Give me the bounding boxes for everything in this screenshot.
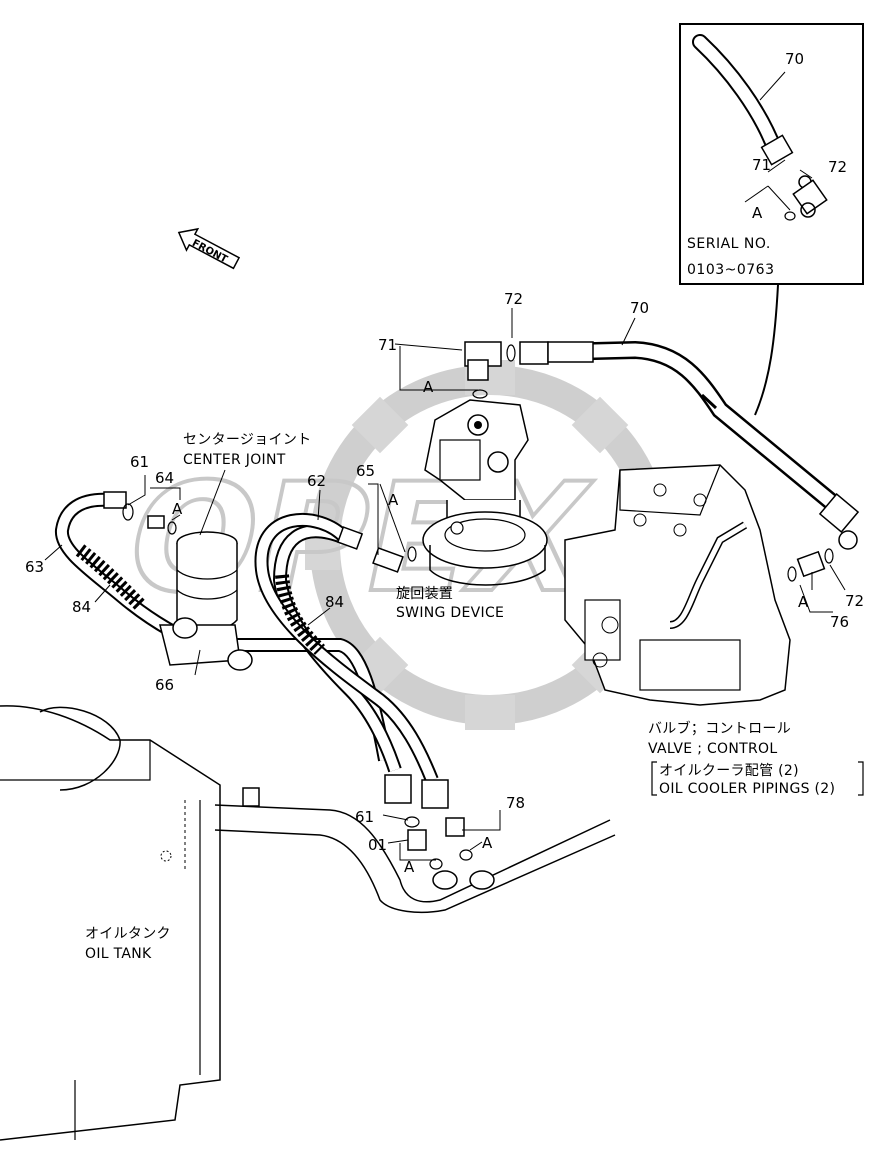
inset-part-72: 72 — [828, 158, 847, 176]
control-valve-label-jp: バルブ；コントロール — [648, 720, 791, 737]
hose-70 — [519, 340, 860, 550]
part-84-center: 84 — [325, 593, 344, 611]
part-62: 62 — [307, 472, 326, 490]
inset-leader-line — [754, 284, 779, 416]
fitting-63 — [103, 491, 127, 509]
diagram-title-jp: オイルクーラ配管 (2) — [659, 763, 799, 779]
inset-box — [679, 23, 864, 285]
leader-84-center — [307, 607, 331, 626]
return-pipe — [160, 787, 616, 914]
leader-84-left — [94, 584, 111, 603]
leader-center-joint — [199, 469, 226, 536]
center-joint-label-en: CENTER JOINT — [183, 452, 286, 468]
part-65: 65 — [356, 462, 375, 480]
leader-65 — [368, 483, 379, 555]
swing-device-label-jp: 旋回装置 — [396, 586, 453, 602]
detail-a-76: A — [798, 593, 809, 611]
leader-61-bottom — [382, 814, 409, 821]
leader-63 — [44, 544, 63, 561]
inset-detail-a: A — [752, 204, 763, 222]
leader-78 — [462, 810, 501, 831]
diagram-title-en: OIL COOLER PIPINGS (2) — [659, 781, 835, 797]
part-72-top: 72 — [504, 290, 523, 308]
part-78: 78 — [506, 794, 525, 812]
fittings-bottom — [404, 816, 473, 870]
part-61-bottom: 61 — [355, 808, 374, 826]
front-arrow-icon: FRONT — [177, 227, 241, 270]
leader-76 — [799, 584, 833, 613]
leader-70 — [621, 317, 636, 346]
bracket-left — [651, 761, 657, 796]
inset-serial-label: SERIAL NO. — [687, 236, 771, 252]
fitting-76 — [787, 548, 834, 582]
part-64: 64 — [155, 469, 174, 487]
center-joint-label-jp: センタージョイント — [183, 432, 311, 448]
inset-part-71: 71 — [752, 156, 771, 174]
part-84-left: 84 — [72, 598, 91, 616]
part-61-left: 61 — [130, 453, 149, 471]
part-70: 70 — [630, 299, 649, 317]
oil-tank — [0, 705, 221, 1141]
center-joint — [176, 531, 238, 632]
swing-device — [422, 399, 548, 586]
oil-tank-label-jp: オイルタンク — [85, 926, 171, 942]
leader-71-a — [399, 346, 478, 391]
inset-part-70: 70 — [785, 50, 804, 68]
swing-device-label-en: SWING DEVICE — [396, 605, 504, 621]
leader-01 — [387, 839, 409, 844]
detail-a-01: A — [404, 858, 415, 876]
leader-71 — [394, 343, 463, 351]
detail-a-65: A — [388, 491, 399, 509]
hose-63 — [55, 492, 392, 762]
part-66: 66 — [155, 676, 174, 694]
detail-a-71: A — [423, 378, 434, 396]
fitting-61-64 — [122, 503, 177, 535]
part-71: 71 — [378, 336, 397, 354]
hose-62-84 — [254, 512, 449, 809]
part-76: 76 — [830, 613, 849, 631]
part-72-right: 72 — [845, 592, 864, 610]
leader-72-right — [829, 564, 846, 591]
inset-serial-range: 0103~0763 — [687, 262, 775, 278]
detail-a-64: A — [172, 500, 183, 518]
oil-tank-label-en: OIL TANK — [85, 946, 152, 962]
control-valve-label-en: VALVE ; CONTROL — [648, 741, 777, 757]
control-valve — [564, 464, 791, 706]
bracket-66 — [159, 617, 253, 676]
fitting-65 — [372, 546, 417, 573]
detail-a-78: A — [482, 834, 493, 852]
part-63: 63 — [25, 558, 44, 576]
bracket-right — [858, 761, 864, 796]
leader-62 — [317, 489, 321, 521]
fitting-71-top — [464, 341, 516, 399]
